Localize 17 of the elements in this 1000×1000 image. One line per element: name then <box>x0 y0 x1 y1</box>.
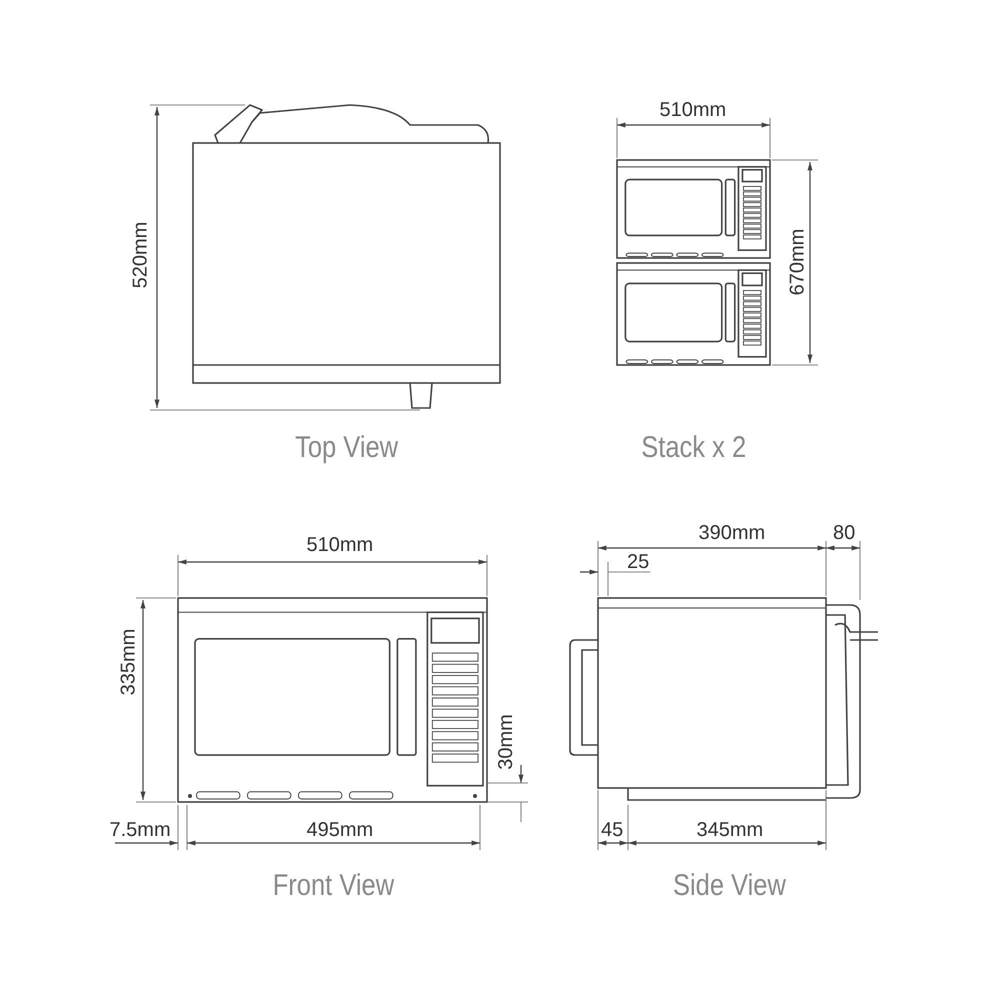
dimension-label: 25 <box>627 552 650 572</box>
dimension-label: 670mm <box>786 228 807 296</box>
dimension-label: 335mm <box>118 628 138 696</box>
dimension-label: 345mm <box>696 820 764 840</box>
dimension-label: 7.5mm <box>110 820 171 840</box>
view-caption: Stack x 2 <box>640 433 746 463</box>
dimension-label: 390mm <box>698 523 766 543</box>
view-caption: Side View <box>672 871 786 901</box>
dimension-label: 495mm <box>306 820 374 840</box>
dimension-label: 510mm <box>306 535 374 555</box>
dimension-label: 80 <box>833 523 856 543</box>
dimension-label: 30mm <box>496 714 516 770</box>
dimension-label: 520mm <box>130 222 150 288</box>
dimension-label: 510mm <box>660 100 726 120</box>
view-caption: Front View <box>272 871 394 901</box>
view-caption: Top View <box>294 433 398 463</box>
dimension-label: 45 <box>601 820 624 840</box>
